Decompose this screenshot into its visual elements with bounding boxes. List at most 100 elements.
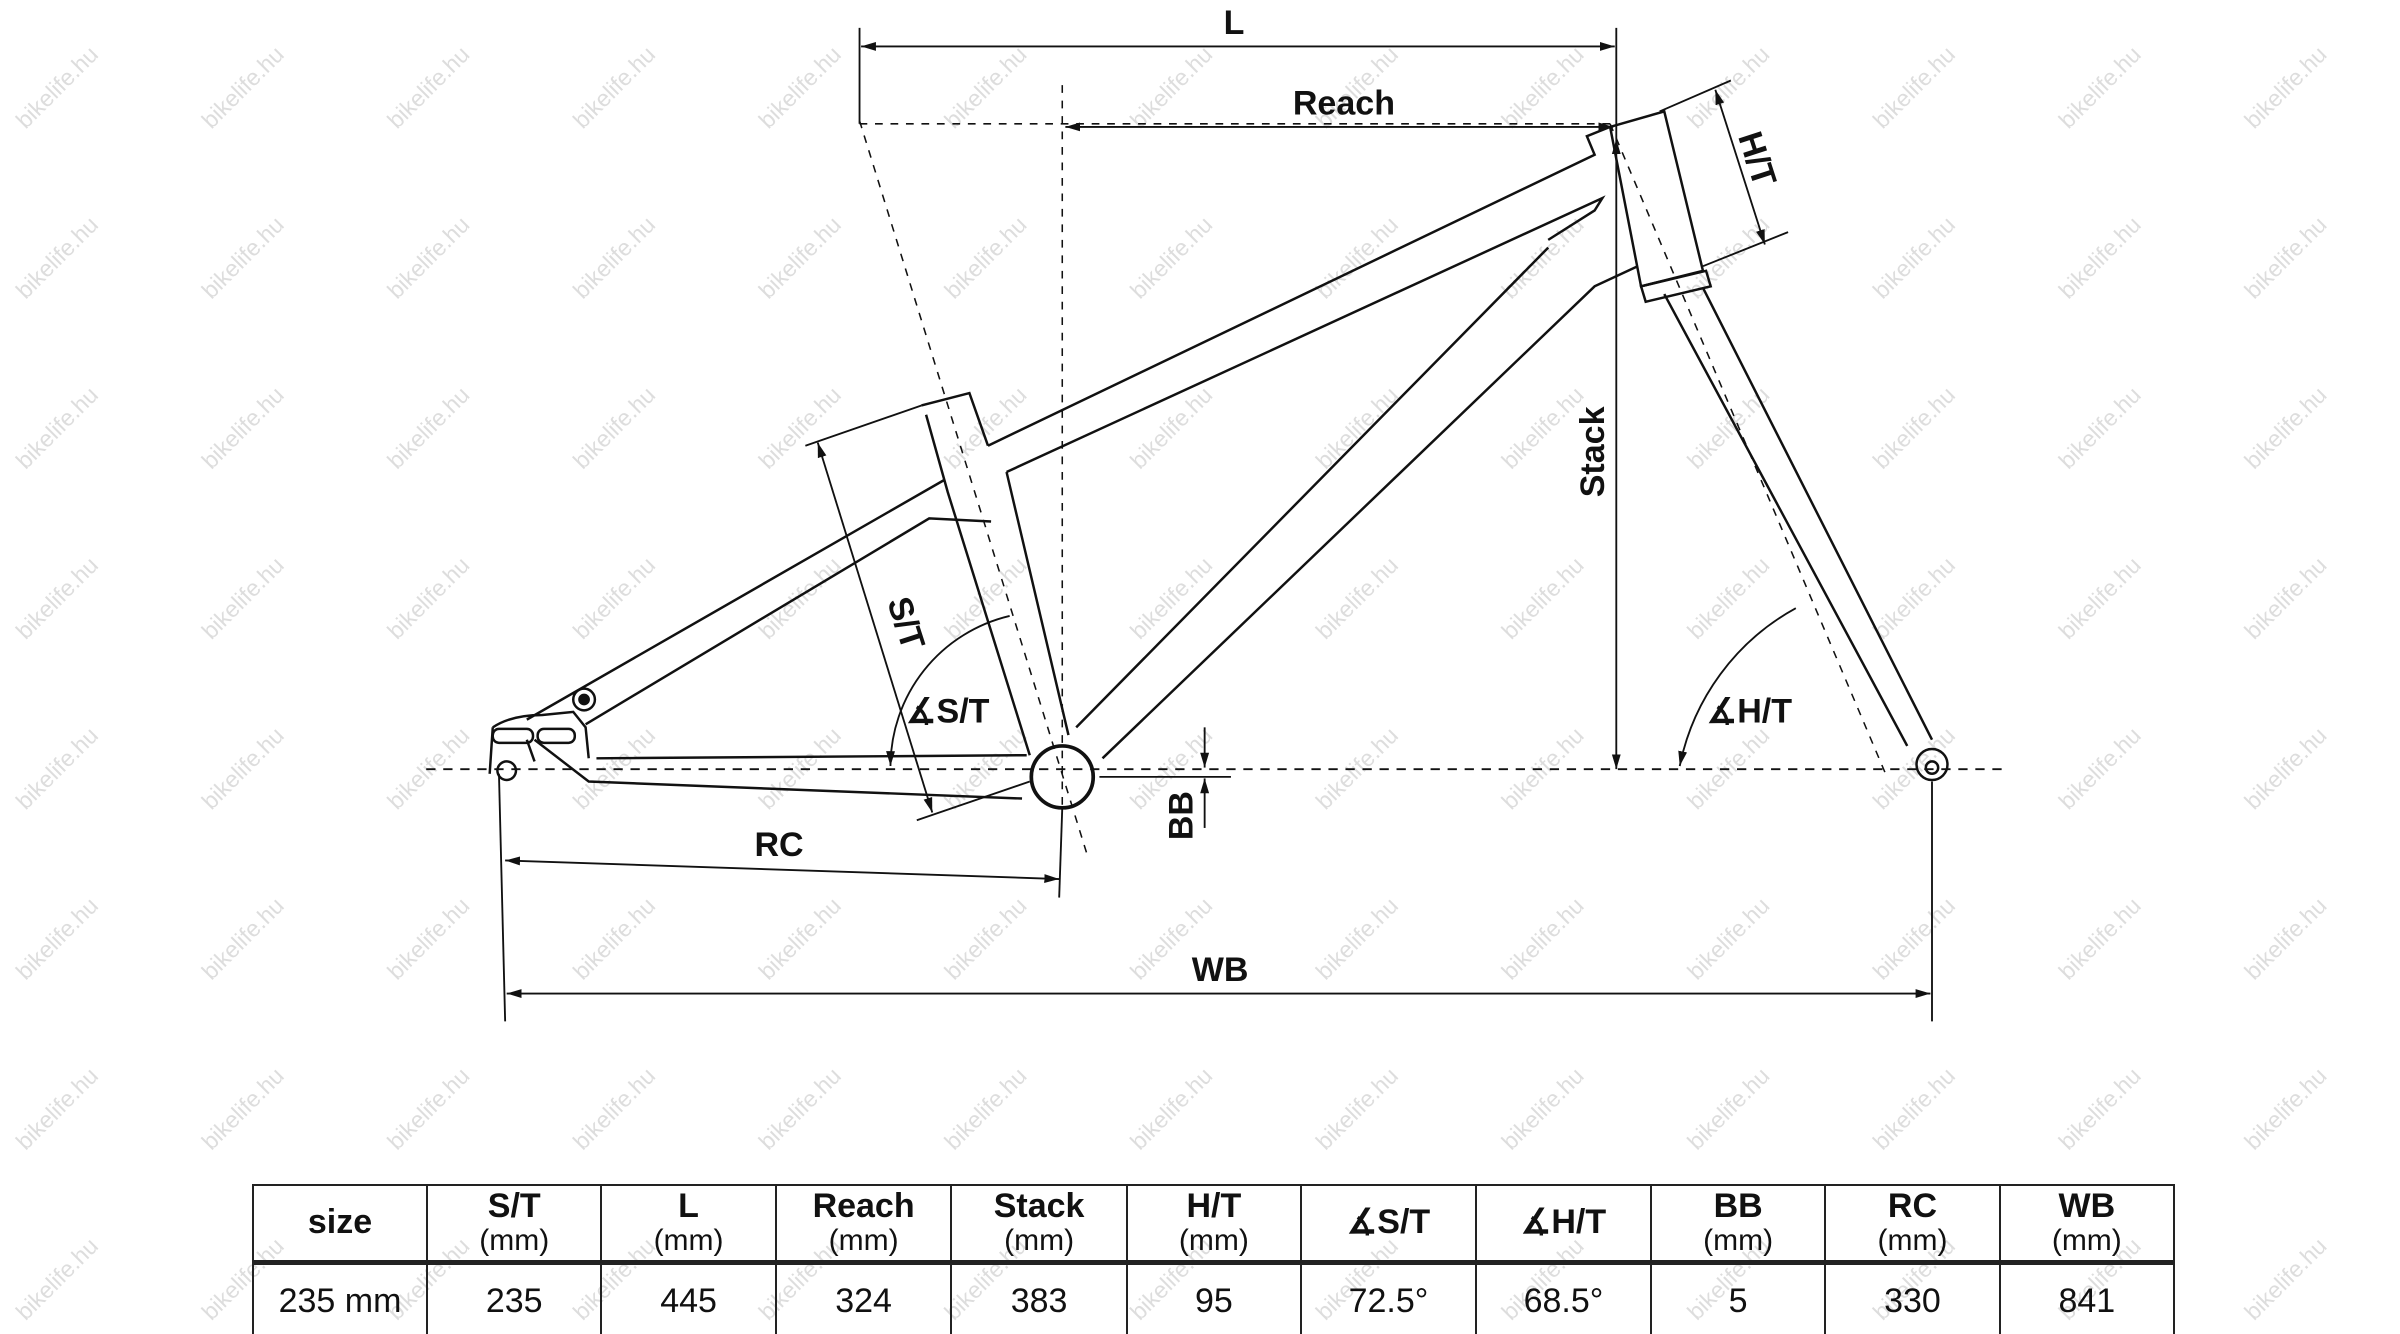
watermark-text: bikelife.hu	[754, 722, 846, 814]
watermark-text: bikelife.hu	[11, 41, 103, 133]
watermark-text: bikelife.hu	[1311, 382, 1403, 474]
label-reach: Reach	[1293, 85, 1395, 123]
watermark-text: bikelife.hu	[1496, 552, 1588, 644]
watermark-text: bikelife.hu	[568, 892, 660, 984]
header-unit: (mm)	[1178, 1224, 1249, 1258]
watermark-text: bikelife.hu	[939, 892, 1031, 984]
watermark-text: bikelife.hu	[1125, 211, 1217, 303]
watermark-text: bikelife.hu	[1682, 1062, 1774, 1154]
header-name: L	[678, 1187, 699, 1226]
header-unit: (mm)	[479, 1224, 550, 1258]
watermark-text: bikelife.hu	[939, 382, 1031, 474]
head-tube	[1608, 109, 1705, 288]
header-unit: (mm)	[1004, 1224, 1075, 1258]
table-cell: 330	[1824, 1261, 2001, 1334]
watermark-text: bikelife.hu	[1682, 41, 1774, 133]
table-cell: 235	[426, 1261, 603, 1334]
top-tube	[987, 125, 1611, 474]
column-header: H/T(mm)	[1125, 1184, 1303, 1264]
watermark-text: bikelife.hu	[11, 211, 103, 303]
watermark-text: bikelife.hu	[1868, 892, 1960, 984]
column-header: size	[251, 1184, 429, 1264]
front-dropout	[1915, 747, 1949, 782]
watermark-text: bikelife.hu	[11, 1233, 103, 1325]
watermark-text: bikelife.hu	[2239, 722, 2331, 814]
watermark-text: bikelife.hu	[1496, 892, 1588, 984]
header-name: Reach	[812, 1187, 915, 1226]
watermark-text: bikelife.hu	[1496, 1062, 1588, 1154]
watermark-text: bikelife.hu	[939, 722, 1031, 814]
column-header: Reach(mm)	[774, 1184, 953, 1264]
watermark-text: bikelife.hu	[754, 211, 846, 303]
watermark-text: bikelife.hu	[196, 722, 288, 814]
column-header: Stack(mm)	[950, 1184, 1128, 1264]
watermark-text: bikelife.hu	[2054, 892, 2146, 984]
header-name: RC	[1887, 1187, 1938, 1226]
watermark-text: bikelife.hu	[1311, 722, 1403, 814]
table-cell: 841	[1998, 1261, 2176, 1334]
watermark-text: bikelife.hu	[2054, 1062, 2146, 1154]
watermark-text: bikelife.hu	[1868, 41, 1960, 133]
watermark-text: bikelife.hu	[11, 382, 103, 474]
watermark-text: bikelife.hu	[2239, 41, 2331, 133]
seat-tube	[921, 391, 1070, 756]
watermarks: bikelife.hu bikelife.hu bikelife.hu bikelif…	[11, 41, 2332, 1325]
watermark-text: bikelife.hu	[196, 1062, 288, 1154]
table-cell: 383	[950, 1261, 1128, 1334]
label-ht-angle: ∡H/T	[1707, 693, 1793, 731]
header-name: H/T	[1186, 1187, 1242, 1226]
watermark-text: bikelife.hu	[382, 892, 474, 984]
down-tube	[1075, 246, 1639, 760]
watermark-text: bikelife.hu	[11, 1062, 103, 1154]
label-stack: Stack	[1574, 406, 1612, 497]
label-st-angle: ∡S/T	[906, 693, 990, 731]
watermark-text: bikelife.hu	[382, 211, 474, 303]
watermark-text: bikelife.hu	[382, 382, 474, 474]
watermark-text: bikelife.hu	[1868, 552, 1960, 644]
column-header: S/T(mm)	[426, 1184, 603, 1264]
watermark-text: bikelife.hu	[568, 722, 660, 814]
table-cell: 95	[1125, 1261, 1303, 1334]
watermark-text: bikelife.hu	[196, 211, 288, 303]
watermark-text: bikelife.hu	[1311, 892, 1403, 984]
watermark-text: bikelife.hu	[939, 211, 1031, 303]
watermark-text: bikelife.hu	[1682, 552, 1774, 644]
watermark-text: bikelife.hu	[2054, 382, 2146, 474]
table-cell: 72.5°	[1300, 1261, 1477, 1334]
watermark-text: bikelife.hu	[568, 211, 660, 303]
watermark-text: bikelife.hu	[2054, 722, 2146, 814]
table-cell: 235 mm	[251, 1261, 429, 1334]
watermark-text: bikelife.hu	[196, 41, 288, 133]
pivot	[571, 687, 597, 712]
watermark-text: bikelife.hu	[2239, 211, 2331, 303]
header-name: ∡S/T	[1346, 1203, 1431, 1242]
watermark-text: bikelife.hu	[754, 41, 846, 133]
column-header: RC(mm)	[1824, 1184, 2001, 1264]
column-header: ∡S/T	[1300, 1184, 1477, 1264]
header-name: BB	[1713, 1187, 1763, 1226]
header-unit: (mm)	[653, 1224, 724, 1258]
header-name: ∡H/T	[1520, 1203, 1607, 1242]
header-name: Stack	[993, 1187, 1085, 1226]
column-header: BB(mm)	[1649, 1184, 1827, 1264]
label-bb: BB	[1162, 791, 1200, 840]
watermark-text: bikelife.hu	[2054, 41, 2146, 133]
table-cell: 324	[774, 1261, 953, 1334]
watermark-text: bikelife.hu	[1868, 211, 1960, 303]
watermark-text: bikelife.hu	[1682, 892, 1774, 984]
watermark-text: bikelife.hu	[382, 722, 474, 814]
column-header: L(mm)	[600, 1184, 777, 1264]
watermark-text: bikelife.hu	[382, 1062, 474, 1154]
table-cell: 68.5°	[1474, 1261, 1652, 1334]
watermark-text: bikelife.hu	[568, 41, 660, 133]
watermark-text: bikelife.hu	[1496, 41, 1588, 133]
watermark-text: bikelife.hu	[939, 41, 1031, 133]
watermark-text: bikelife.hu	[1682, 722, 1774, 814]
watermark-text: bikelife.hu	[1868, 1062, 1960, 1154]
watermark-text: bikelife.hu	[568, 1062, 660, 1154]
watermark-text: bikelife.hu	[1682, 382, 1774, 474]
watermark-text: bikelife.hu	[754, 382, 846, 474]
